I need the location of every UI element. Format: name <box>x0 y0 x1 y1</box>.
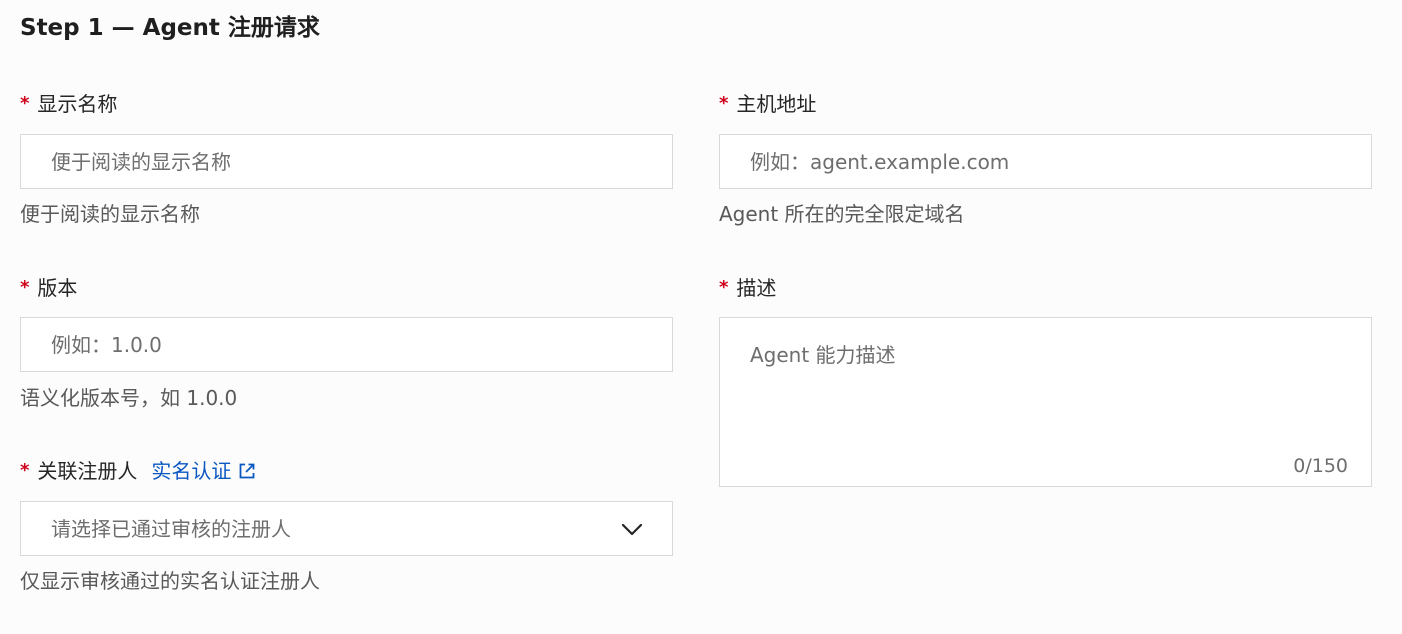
registrant-field: * 关联注册人 实名认证 请选择已通过审核的注册人 仅显示审核通过的实名认证注册… <box>20 457 675 593</box>
required-mark: * <box>20 460 30 481</box>
display-name-input[interactable]: 便于阅读的显示名称 <box>20 134 673 189</box>
host-field: * 主机地址 例如：agent.example.com Agent 所在的完全限… <box>719 90 1374 226</box>
registrant-label-row: * 关联注册人 实名认证 <box>20 457 675 485</box>
version-label: 版本 <box>37 276 78 300</box>
host-label: 主机地址 <box>736 92 817 116</box>
chevron-down-icon <box>621 523 643 536</box>
display-name-field: * 显示名称 便于阅读的显示名称 便于阅读的显示名称 <box>20 90 675 226</box>
external-link-icon <box>240 463 255 479</box>
description-field: * 描述 Agent 能力描述 0/150 <box>719 274 1374 487</box>
host-label-row: * 主机地址 <box>719 90 1374 118</box>
description-textarea[interactable]: Agent 能力描述 0/150 <box>719 317 1372 487</box>
description-label-row: * 描述 <box>719 274 1374 302</box>
real-name-auth-link-label: 实名认证 <box>151 459 232 483</box>
version-label-row: * 版本 <box>20 274 675 302</box>
registrant-select[interactable]: 请选择已通过审核的注册人 <box>20 501 673 556</box>
required-mark: * <box>20 277 30 298</box>
registrant-help: 仅显示审核通过的实名认证注册人 <box>20 569 320 593</box>
page-title: Step 1 — Agent 注册请求 <box>20 15 320 41</box>
required-mark: * <box>20 93 30 114</box>
real-name-auth-link[interactable]: 实名认证 <box>151 457 257 485</box>
display-name-placeholder: 便于阅读的显示名称 <box>51 150 231 174</box>
character-counter: 0/150 <box>1293 455 1348 477</box>
registrant-placeholder: 请选择已通过审核的注册人 <box>51 517 291 541</box>
version-help: 语义化版本号，如 1.0.0 <box>20 386 238 410</box>
display-name-help: 便于阅读的显示名称 <box>20 202 200 226</box>
display-name-label: 显示名称 <box>37 92 118 116</box>
display-name-label-row: * 显示名称 <box>20 90 675 118</box>
version-field: * 版本 例如：1.0.0 语义化版本号，如 1.0.0 <box>20 274 675 410</box>
host-placeholder: 例如：agent.example.com <box>750 150 1010 174</box>
registrant-label: 关联注册人 <box>37 459 138 483</box>
description-placeholder: Agent 能力描述 <box>750 343 896 367</box>
version-input[interactable]: 例如：1.0.0 <box>20 317 673 372</box>
required-mark: * <box>719 277 729 298</box>
description-label: 描述 <box>736 276 777 300</box>
host-help: Agent 所在的完全限定域名 <box>719 202 965 226</box>
host-input[interactable]: 例如：agent.example.com <box>719 134 1372 189</box>
version-placeholder: 例如：1.0.0 <box>51 333 162 357</box>
required-mark: * <box>719 93 729 114</box>
